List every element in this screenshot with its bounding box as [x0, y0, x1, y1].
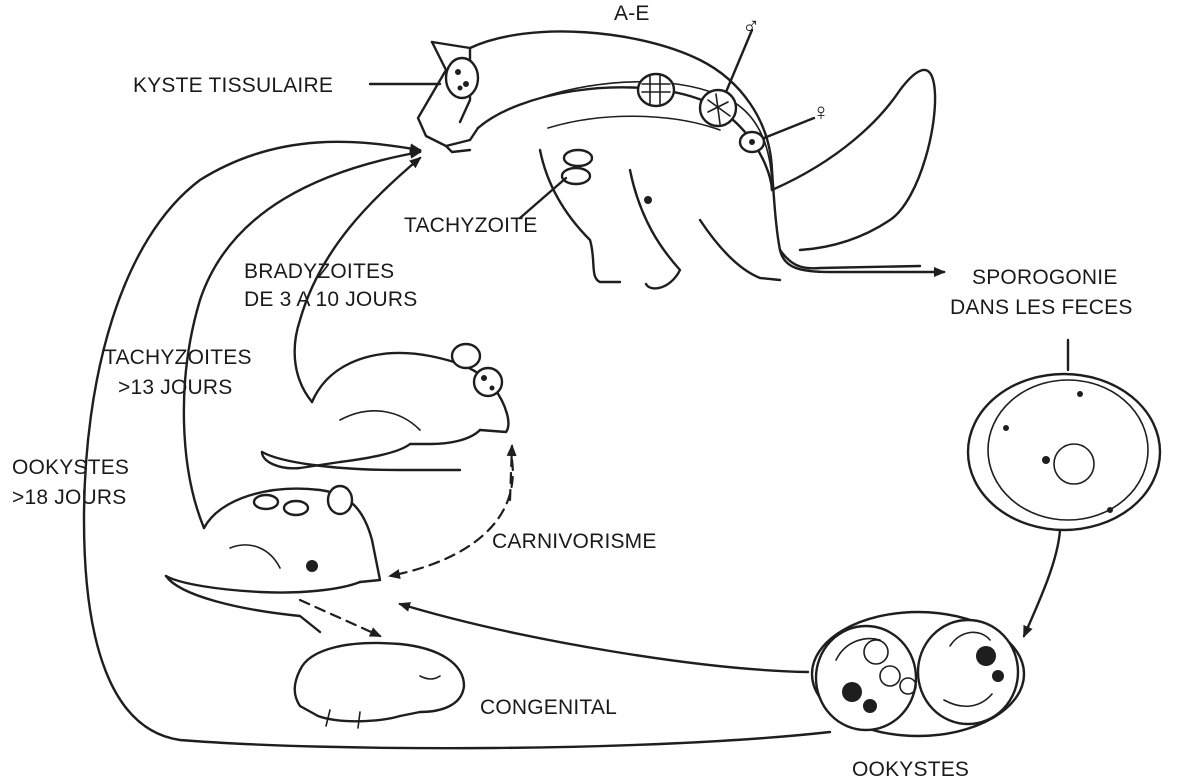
sporogonie-label-line1: SPOROGONIE: [972, 266, 1118, 289]
carnivorisme-arrow-to-mouse: [390, 460, 513, 576]
male-symbol-label: ♂: [742, 13, 760, 40]
carnivorisme-label: CARNIVORISME: [492, 530, 657, 553]
macrogamete-drawing: [740, 118, 814, 152]
schizont-drawing: [638, 74, 674, 106]
tissue-cyst-drawing: [446, 58, 478, 98]
tachyzoites-label-line2: >13 JOURS: [118, 376, 232, 399]
oocysts-to-mouse-arrow: [400, 604, 808, 672]
congenital-arrow: [300, 600, 380, 636]
congenital-label: CONGENITAL: [480, 696, 617, 719]
a-e-label: A-E: [614, 2, 650, 25]
sporogonie-label-line2: DANS LES FECES: [950, 296, 1133, 319]
tachyzoite-label: TACHYZOITE: [404, 214, 537, 237]
rat-with-cysts-drawing: [262, 344, 508, 470]
female-symbol-label: ♀: [812, 99, 830, 126]
sporocyst-to-oocyst-arrow: [1024, 530, 1060, 636]
ookystes-label: OOKYSTES: [852, 758, 969, 781]
cat-drawing: [418, 31, 935, 288]
sporulated-oocyst-drawing: [812, 612, 1024, 736]
mouse-with-tachyzoites-drawing: [166, 486, 380, 632]
ookystes-time-label-line1: OOKYSTES: [12, 456, 129, 479]
unsporulated-oocyst-drawing: [968, 374, 1160, 530]
newborn-mouse-drawing: [295, 643, 464, 728]
ookystes-time-label-line2: >18 JOURS: [12, 486, 126, 509]
tachyzoites-label-line1: TACHYZOITES: [104, 346, 252, 369]
mouse-tachyzoites-to-cat-arrow: [184, 152, 420, 528]
carnivorisme-arrow-to-rat: [510, 446, 512, 500]
kyste-tissulaire-label: KYSTE TISSULAIRE: [133, 74, 333, 97]
bradyzoites-label-line2: DE 3 A 10 JOURS: [244, 288, 417, 311]
